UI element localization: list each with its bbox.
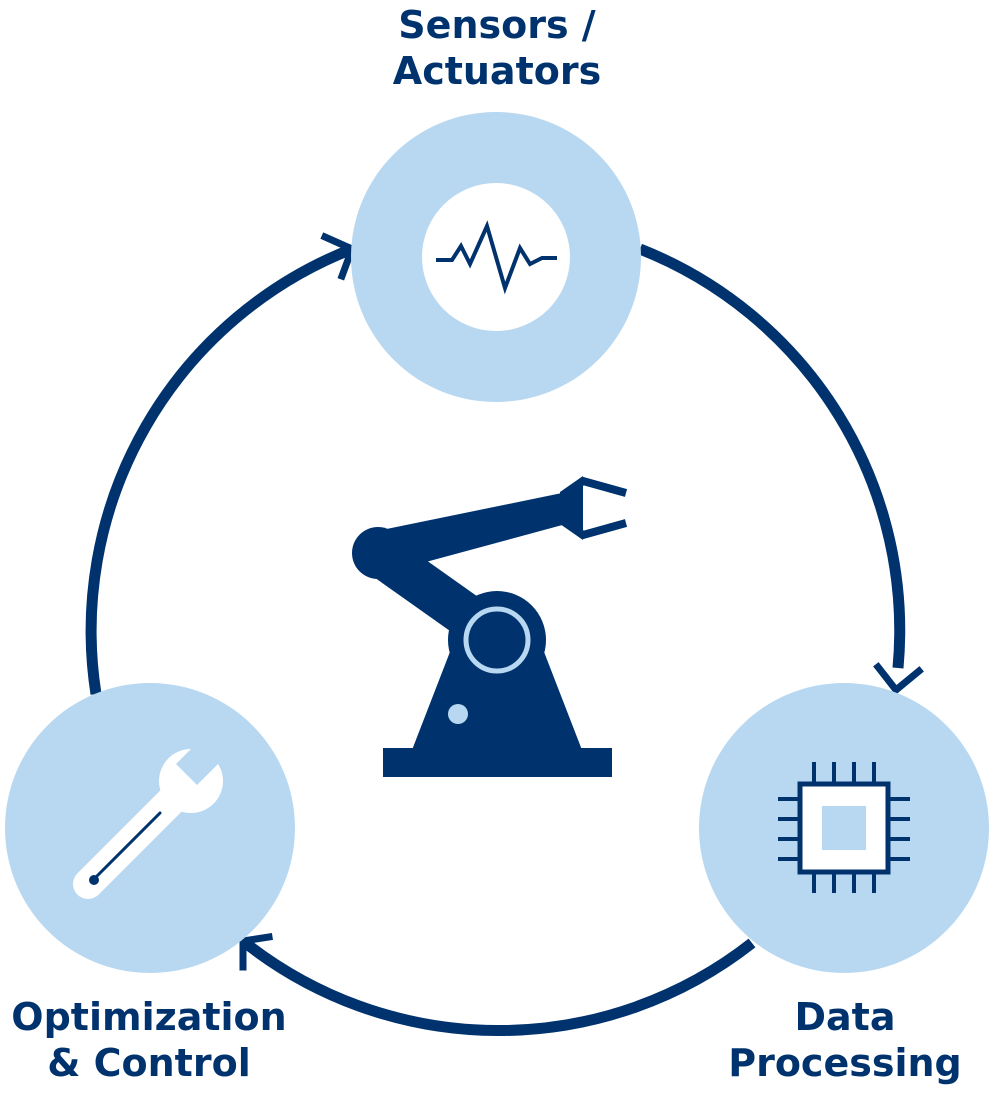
cycle-arrows	[85, 243, 906, 1036]
data-processing-label-line1: Data	[794, 995, 896, 1039]
arrowhead-optimization	[239, 933, 273, 971]
node-data-processing	[699, 683, 989, 973]
data-processing-label: Data Processing	[700, 994, 990, 1086]
node-sensors	[351, 112, 641, 402]
sensors-label: Sensors / Actuators	[347, 2, 647, 94]
arrow-sensors-to-data	[637, 243, 906, 669]
sensors-label-line1: Sensors /	[398, 3, 596, 47]
arrow-data-to-optimization	[239, 936, 756, 1036]
optimization-label: Optimization & Control	[0, 994, 298, 1086]
arrow-optimization-to-sensors	[85, 243, 355, 695]
node-optimization	[5, 683, 295, 973]
sensors-label-line2: Actuators	[392, 49, 602, 93]
arrowhead-data	[873, 662, 924, 695]
chip-icon	[778, 762, 910, 893]
wrench-icon	[73, 737, 224, 899]
data-processing-label-line2: Processing	[728, 1041, 962, 1085]
optimization-label-line1: Optimization	[11, 995, 287, 1039]
robot-arm-icon	[352, 476, 628, 777]
optimization-label-line2: & Control	[47, 1041, 251, 1085]
waveform-icon	[436, 220, 557, 295]
